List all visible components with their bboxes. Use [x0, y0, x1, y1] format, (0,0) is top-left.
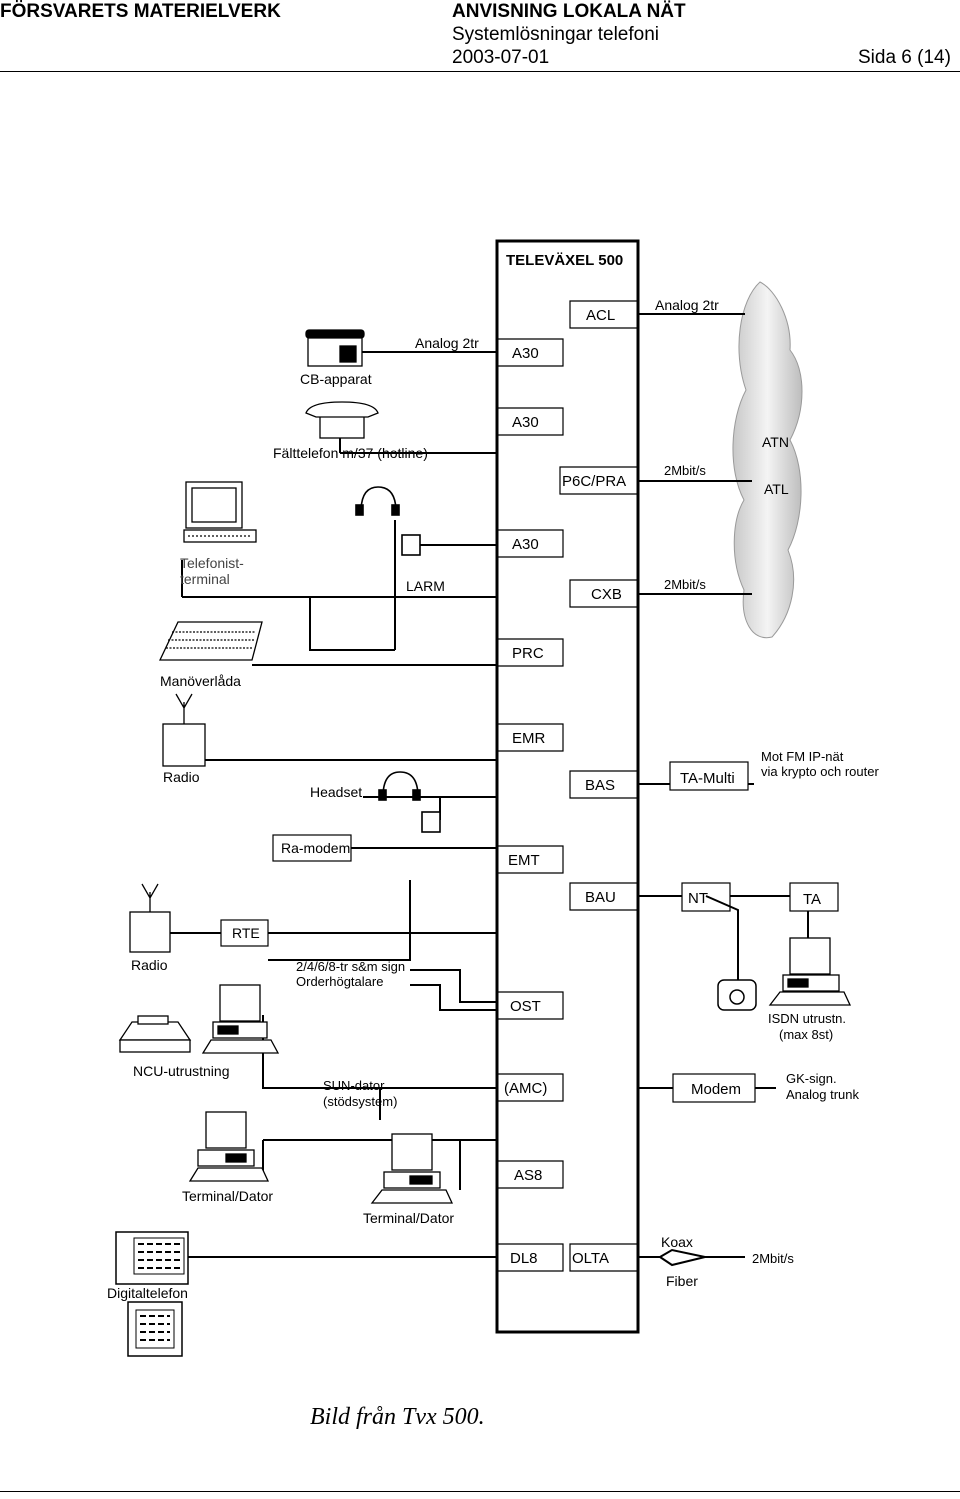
- unit-modem: Modem: [691, 1081, 741, 1098]
- unit-emr: EMR: [512, 730, 546, 747]
- unit-cxb: CXB: [591, 586, 622, 603]
- label-digitaltelefon: Digitaltelefon: [107, 1285, 188, 1301]
- switch-box: [495, 239, 640, 1334]
- label-radio-2: Radio: [131, 957, 168, 973]
- unit-dl8: DL8: [510, 1250, 538, 1267]
- unit-amc: (AMC): [504, 1080, 547, 1097]
- switch-title: TELEVÄXEL 500: [506, 252, 623, 269]
- label-cb-apparat: CB-apparat: [300, 371, 372, 387]
- header-rule: [0, 71, 960, 72]
- org-name: FÖRSVARETS MATERIELVERK: [0, 1, 281, 22]
- radio-antenna-icon: [129, 883, 171, 953]
- label-manoverlada: Manöverlåda: [160, 673, 241, 689]
- unit-emt: EMT: [508, 852, 540, 869]
- unit-atl: ATL: [764, 481, 789, 497]
- unit-bas: BAS: [585, 777, 615, 794]
- label-2mbit-3: 2Mbit/s: [752, 1251, 794, 1266]
- label-radio-1: Radio: [163, 769, 200, 785]
- label-sign-1: 2/4/6/8-tr s&m sign: [296, 959, 405, 974]
- unit-bau: BAU: [585, 889, 616, 906]
- cloud-icon: [732, 281, 803, 639]
- label-isdn-1: ISDN utrustn.: [768, 1011, 846, 1026]
- unit-olta: OLTA: [572, 1250, 609, 1267]
- label-terminal-dator-2: Terminal/Dator: [363, 1210, 454, 1226]
- printer-icon: [118, 1015, 192, 1053]
- label-isdn-2: (max 8st): [779, 1027, 833, 1042]
- headset-icon: [378, 771, 441, 833]
- label-sun-2: (stödsystem): [323, 1094, 397, 1109]
- label-fiber: Fiber: [666, 1273, 698, 1289]
- page-number: Sida 6 (14): [858, 47, 951, 68]
- document-date: 2003-07-01: [452, 47, 550, 68]
- document-title: ANVISNING LOKALA NÄT: [452, 1, 686, 22]
- unit-ta: TA: [803, 891, 821, 908]
- label-telefonist-1: Telefonist-: [180, 555, 244, 571]
- unit-prc: PRC: [512, 645, 544, 662]
- computer-terminal-icon: [201, 984, 280, 1054]
- radio-antenna-icon: [162, 693, 206, 767]
- label-ncu: NCU-utrustning: [133, 1063, 229, 1079]
- unit-rte: RTE: [232, 925, 260, 941]
- label-fm-ip-2: via krypto och router: [761, 764, 879, 779]
- desk-phone-icon: [717, 979, 757, 1011]
- figure-caption: Bild från Tvx 500.: [310, 1404, 485, 1430]
- footer-rule: [0, 1491, 960, 1492]
- label-fm-ip-1: Mot FM IP-nät: [761, 749, 844, 764]
- computer-terminal-icon: [370, 1133, 454, 1204]
- unit-a30-3: A30: [512, 536, 539, 553]
- label-telefonist-2: terminal: [180, 571, 230, 587]
- unit-ost: OST: [510, 998, 541, 1015]
- digital-phone-icon: [115, 1231, 189, 1357]
- unit-a30-1: A30: [512, 345, 539, 362]
- unit-as8: AS8: [514, 1167, 542, 1184]
- label-koax: Koax: [661, 1234, 693, 1250]
- label-2mbit-2: 2Mbit/s: [664, 577, 706, 592]
- computer-terminal-icon: [188, 1111, 270, 1182]
- label-falttelefon: Fälttelefon m/37 (hotline): [273, 445, 428, 461]
- label-sign-2: Orderhögtalare: [296, 974, 383, 989]
- unit-a30-2: A30: [512, 414, 539, 431]
- label-headset: Headset: [310, 784, 362, 800]
- label-analog-2tr-right: Analog 2tr: [655, 297, 719, 313]
- unit-atn: ATN: [762, 434, 789, 450]
- label-sun-1: SUN-dator: [323, 1078, 385, 1093]
- unit-nt: NT: [688, 890, 708, 907]
- label-2mbit-1: 2Mbit/s: [664, 463, 706, 478]
- unit-p6c-pra: P6C/PRA: [562, 473, 626, 490]
- computer-terminal-icon: [183, 481, 257, 543]
- unit-ra-modem: Ra-modem: [281, 840, 350, 856]
- headset-icon: [355, 486, 421, 556]
- unit-ta-multi: TA-Multi: [680, 770, 735, 787]
- keyboard-panel-icon: [158, 621, 263, 661]
- document-subtitle: Systemlösningar telefoni: [452, 24, 659, 45]
- desk-phone-icon: [305, 329, 365, 367]
- label-analog-2tr-left: Analog 2tr: [415, 335, 479, 351]
- unit-acl: ACL: [586, 307, 615, 324]
- label-gk-2: Analog trunk: [786, 1087, 859, 1102]
- label-gk-1: GK-sign.: [786, 1071, 837, 1086]
- field-telephone-icon: [305, 401, 379, 439]
- computer-terminal-icon: [768, 937, 852, 1006]
- label-terminal-dator-1: Terminal/Dator: [182, 1188, 273, 1204]
- label-larm: LARM: [406, 578, 445, 594]
